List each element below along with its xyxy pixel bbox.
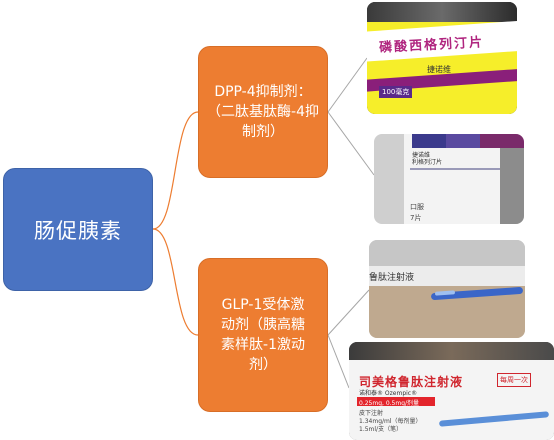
- branch-node-glp1: GLP-1受体激 动剂（胰高糖 素样肽-1激动 剂）: [198, 258, 328, 412]
- connector-glp-photo4: [327, 334, 350, 389]
- dpp-line-1: DPP-4抑制剂：: [214, 84, 312, 100]
- glp-line-1: GLP-1受体激: [221, 297, 305, 313]
- photo4-badge: 每周一次: [497, 373, 531, 387]
- photo2-text3: 口服: [410, 203, 424, 211]
- root-label: 肠促胰素: [34, 218, 122, 243]
- photo4-title: 司美格鲁肽注射液: [359, 375, 464, 389]
- photo-sitagliptin-box: 磷酸西格列汀片 捷诺维 100毫克: [367, 2, 517, 114]
- photo-injection-pen: 鲁肽注射液: [369, 240, 525, 338]
- photo3-text: 鲁肽注射液: [369, 273, 415, 283]
- photo4-line2: 皮下注射: [359, 410, 384, 417]
- photo2-text2: 利格列汀片: [412, 159, 443, 166]
- photo1-badge: 100毫克: [379, 86, 413, 98]
- photo2-text1: 捷诺维: [412, 152, 431, 159]
- photo-linagliptin-box: 捷诺维 利格列汀片 口服 7片: [374, 134, 524, 224]
- photo1-brand: 捷诺维: [427, 65, 451, 74]
- photo2-text4: 7片: [410, 214, 422, 222]
- connector-dpp-photo2: [327, 111, 375, 176]
- photo4-line4: 1.5ml/支（笔）: [359, 426, 403, 433]
- connector-dpp-photo1: [327, 57, 368, 113]
- photo4-brand: 诺和泰® Ozempic®: [359, 390, 418, 397]
- connector-root-dpp: [152, 111, 199, 230]
- branch-node-dpp4: DPP-4抑制剂： （二肽基肽酶-4抑 制剂）: [198, 46, 328, 178]
- photo-semaglutide-box: 司美格鲁肽注射液 每周一次 诺和泰® Ozempic® 0.25mg, 0.5m…: [349, 342, 554, 440]
- glp-line-3: 素样肽-1激动: [221, 337, 305, 353]
- glp-line-2: 动剂（胰高糖: [221, 317, 305, 333]
- dpp-line-2: （二肽基肽酶-4抑: [207, 104, 319, 120]
- root-node-incretin: 肠促胰素: [3, 168, 153, 291]
- glp-line-4: 剂）: [249, 357, 277, 373]
- connector-glp-photo3: [327, 289, 370, 336]
- photo4-line1: 0.25mg, 0.5mg/剂量: [359, 400, 420, 407]
- dpp-line-3: 制剂）: [242, 124, 284, 140]
- connector-root-glp: [152, 228, 199, 336]
- photo4-line3: 1.34mg/ml（每剂量）: [359, 418, 422, 425]
